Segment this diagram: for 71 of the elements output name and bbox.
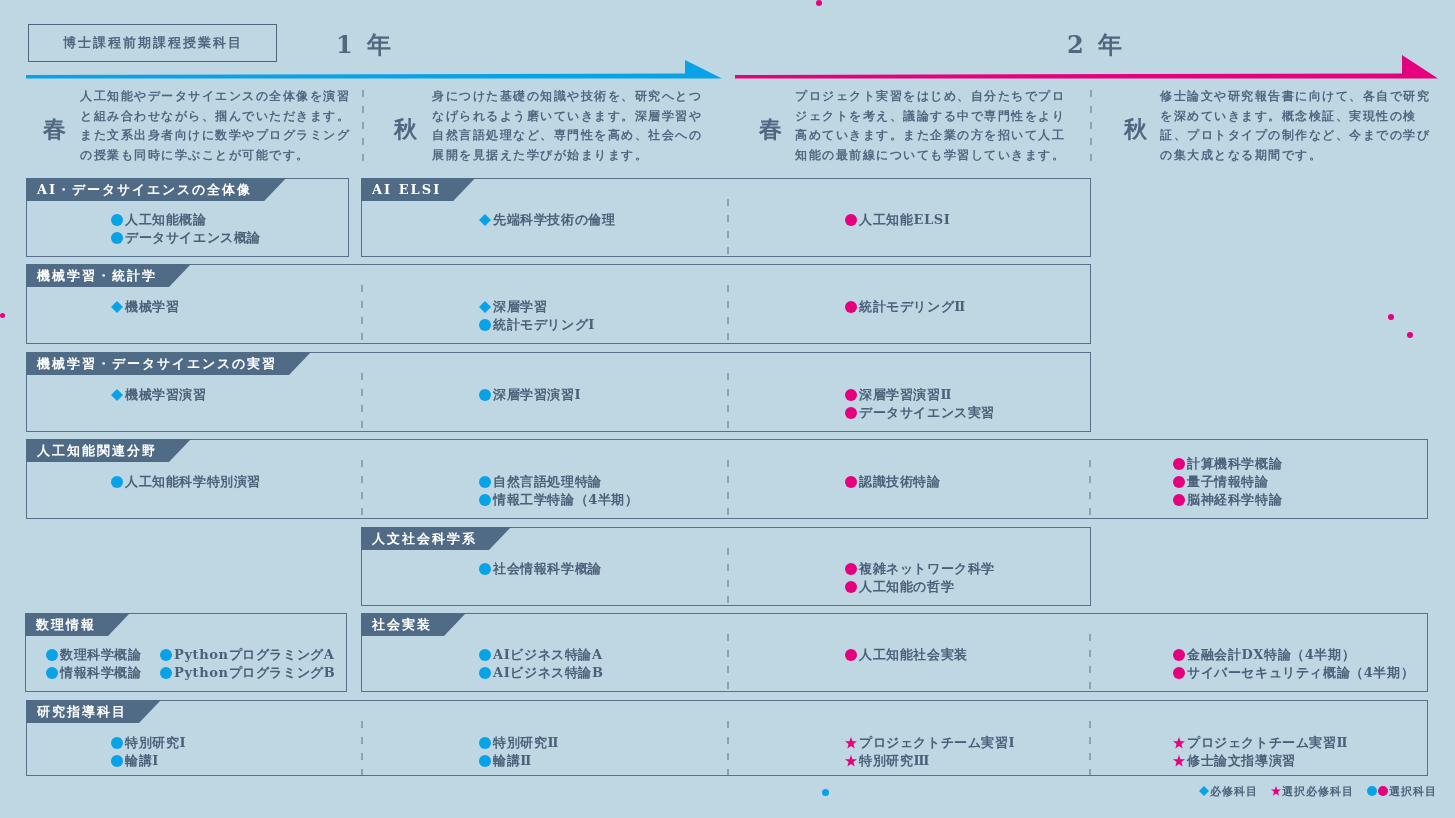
page-title: 博士課程前期課程授業科目 [28,24,277,62]
course-name: 輪講Ⅱ [493,752,532,770]
course-name: 特別研究Ⅲ [859,752,930,770]
course-name: 数理科学概論 [60,646,142,664]
category-panel [26,439,1428,519]
course-name: 人工知能社会実装 [859,646,968,664]
course-name: 機械学習 [125,298,180,316]
course-name: プロジェクトチーム実習Ⅰ [859,734,1016,752]
category-tab: AI ELSI [361,178,476,201]
legend-text: 選択必修科目 [1282,784,1354,799]
season-description: プロジェクト実習をはじめ、自分たちでプロジェクトを考え、議論する中で専門性をより高めていきます。また企業の方を招いて人工知能の最前線についても学習していきます。 [795,88,1066,164]
course-name: 金融会計DX特論（4半期） [1187,646,1356,664]
season-label: 秋 [1124,115,1147,143]
course-name: プロジェクトチーム実習Ⅱ [1187,734,1349,752]
category-panel [26,352,1091,432]
course-name: 統計モデリングⅡ [859,298,966,316]
legend-text: 選択科目 [1389,784,1437,799]
course-name: 複雑ネットワーク科学 [859,560,995,578]
course-name: 脳神経科学特論 [1187,491,1283,509]
course-name: 機械学習演習 [125,386,207,404]
category-tab: 人工知能関連分野 [26,439,191,462]
category-tab: 社会実装 [361,613,466,636]
season-description: 人工知能やデータサイエンスの全体像を演習と組み合わせながら、掴んでいただきます。また文系出身者向けに数学やプログラミングの授業も同時に学ぶことが可能です。 [80,88,351,164]
season-description: 修士論文や研究報告書に向けて、各自で研究を深めていきます。概念検証、実現性の検証、プロトタイプの制作など、今までの学びの集大成となる期間です。 [1160,88,1431,164]
course-name: 特別研究Ⅱ [493,734,559,752]
course-name: 認識技術特論 [859,473,941,491]
category-panel [25,613,347,692]
course-name: 人工知能科学特別演習 [125,473,261,491]
course-name: 先端科学技術の倫理 [493,211,616,229]
course-name: 修士論文指導演習 [1187,752,1296,770]
season-label: 秋 [394,115,417,143]
course-name: 輪講Ⅰ [125,752,159,770]
course-name: AIビジネス特論A [493,646,603,664]
category-tab: AI・データサイエンスの全体像 [26,178,287,201]
year-label: 2年 [1067,31,1136,59]
course-name: 情報科学概論 [60,664,142,682]
course-name: 計算機科学概論 [1187,455,1283,473]
category-tab: 機械学習・データサイエンスの実習 [26,352,311,375]
category-panel [26,178,349,257]
course-name: 統計モデリングⅠ [493,316,595,334]
course-name: 社会情報科学概論 [493,560,602,578]
category-tab: 機械学習・統計学 [26,264,191,287]
course-name: 深層学習演習Ⅰ [493,386,582,404]
category-panel [26,700,1428,776]
course-name: サイバーセキュリティ概論（4半期） [1187,664,1415,682]
season-label: 春 [759,115,782,143]
course-name: 人工知能概論 [125,211,207,229]
course-name: 情報工学特論（4半期） [493,491,639,509]
category-tab: 研究指導科目 [26,700,161,723]
course-name: 深層学習演習Ⅱ [859,386,953,404]
category-panel [26,264,1091,344]
category-panel [361,613,1428,692]
course-name: データサイエンス実習 [859,404,995,422]
category-panel [361,527,1091,606]
season-label: 春 [43,115,66,143]
legend-text: 必修科目 [1210,784,1258,799]
course-name: 特別研究Ⅰ [125,734,187,752]
course-name: データサイエンス概論 [125,229,261,247]
course-name: 自然言語処理特論 [493,473,602,491]
course-name: 人工知能ELSI [859,211,951,229]
course-name: 量子情報特論 [1187,473,1269,491]
course-name: PythonプログラミングB [174,664,336,682]
season-description: 身につけた基礎の知識や技術を、研究へとつなげられるよう磨いていきます。深層学習や自然言語処理など、専門性を高め、社会への展開を見据えた学びが始まります。 [432,88,703,164]
course-name: 深層学習 [493,298,548,316]
year-label: 1年 [336,31,405,59]
category-tab: 数理情報 [25,613,130,636]
course-name: 人工知能の哲学 [859,578,955,596]
category-panel [361,178,1091,257]
course-name: PythonプログラミングA [174,646,335,664]
course-name: AIビジネス特論B [493,664,604,682]
category-tab: 人文社会科学系 [361,527,511,550]
